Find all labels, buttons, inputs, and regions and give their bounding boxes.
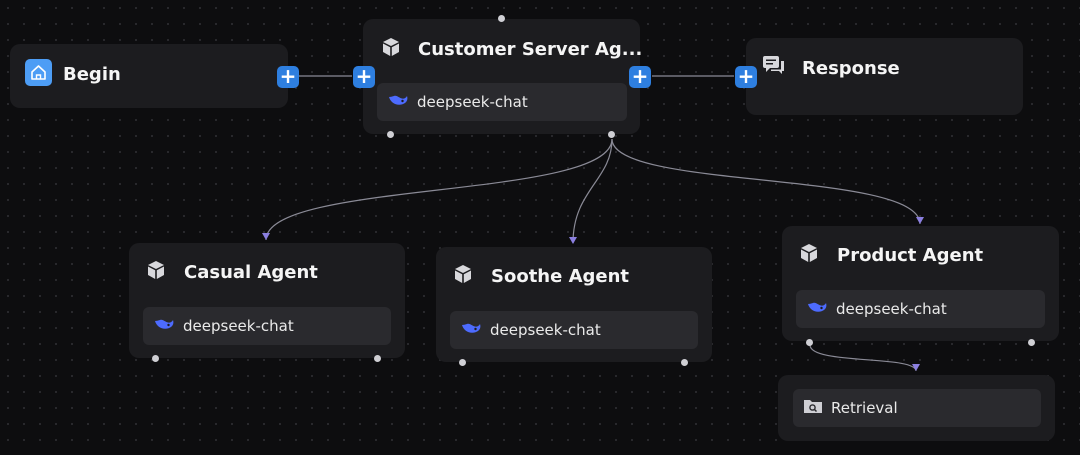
- arrow-casual: [262, 233, 270, 240]
- node-title: Product Agent: [837, 244, 984, 266]
- node-begin[interactable]: Begin: [10, 44, 288, 108]
- deepseek-whale-icon: [153, 316, 175, 336]
- cube-icon: [798, 242, 820, 268]
- model-selector[interactable]: deepseek-chat: [796, 290, 1045, 328]
- node-title: Response: [802, 57, 900, 79]
- node-title: Retrieval: [831, 399, 898, 417]
- model-selector[interactable]: deepseek-chat: [377, 83, 627, 121]
- handle-product-bottom-right[interactable]: [1028, 339, 1035, 346]
- node-retrieval[interactable]: Retrieval: [778, 375, 1055, 441]
- add-node-button-customer-input[interactable]: +: [353, 66, 375, 88]
- node-product-agent[interactable]: Product Agent deepseek-chat: [782, 226, 1059, 341]
- retrieval-field[interactable]: Retrieval: [793, 389, 1041, 427]
- add-node-button-response[interactable]: +: [735, 66, 757, 88]
- edge-customer-to-product: [611, 138, 921, 225]
- cube-icon: [452, 263, 474, 289]
- handle-soothe-bottom-left[interactable]: [459, 359, 466, 366]
- chat-icon: [762, 55, 786, 81]
- folder-search-icon: [803, 398, 823, 418]
- add-node-button-customer-output[interactable]: +: [629, 66, 651, 88]
- handle-product-bottom-left[interactable]: [806, 339, 813, 346]
- handle-casual-bottom-right[interactable]: [374, 355, 381, 362]
- node-title: Begin: [63, 64, 121, 85]
- model-selector[interactable]: deepseek-chat: [143, 307, 391, 345]
- node-title: Soothe Agent: [491, 265, 630, 287]
- edge-product-to-retrieval: [809, 344, 917, 372]
- node-customer-server-agent[interactable]: Customer Server Ag... deepseek-chat: [363, 19, 643, 134]
- arrow-product: [916, 217, 924, 224]
- handle-customer-top[interactable]: [498, 15, 505, 22]
- arrow-retrieval: [912, 364, 920, 371]
- handle-soothe-bottom-right[interactable]: [681, 359, 688, 366]
- cube-icon: [145, 259, 167, 285]
- node-casual-agent[interactable]: Casual Agent deepseek-chat: [129, 243, 405, 358]
- edge-customer-to-casual: [265, 138, 613, 241]
- cube-icon: [380, 36, 402, 62]
- node-title: Casual Agent: [184, 261, 318, 283]
- handle-customer-bottom-right[interactable]: [608, 131, 615, 138]
- deepseek-whale-icon: [460, 320, 482, 340]
- handle-casual-bottom-left[interactable]: [152, 355, 159, 362]
- deepseek-whale-icon: [387, 92, 409, 112]
- model-label: deepseek-chat: [836, 300, 947, 318]
- model-label: deepseek-chat: [417, 93, 528, 111]
- home-icon: [25, 59, 52, 90]
- arrow-soothe: [569, 237, 577, 244]
- model-selector[interactable]: deepseek-chat: [450, 311, 698, 349]
- deepseek-whale-icon: [806, 299, 828, 319]
- model-label: deepseek-chat: [183, 317, 294, 335]
- node-soothe-agent[interactable]: Soothe Agent deepseek-chat: [436, 247, 712, 362]
- add-node-button-begin[interactable]: +: [277, 66, 299, 88]
- node-response[interactable]: Response: [746, 38, 1023, 115]
- edge-customer-to-soothe: [572, 138, 613, 244]
- model-label: deepseek-chat: [490, 321, 601, 339]
- handle-customer-bottom-left[interactable]: [387, 131, 394, 138]
- node-title: Customer Server Ag...: [418, 38, 643, 60]
